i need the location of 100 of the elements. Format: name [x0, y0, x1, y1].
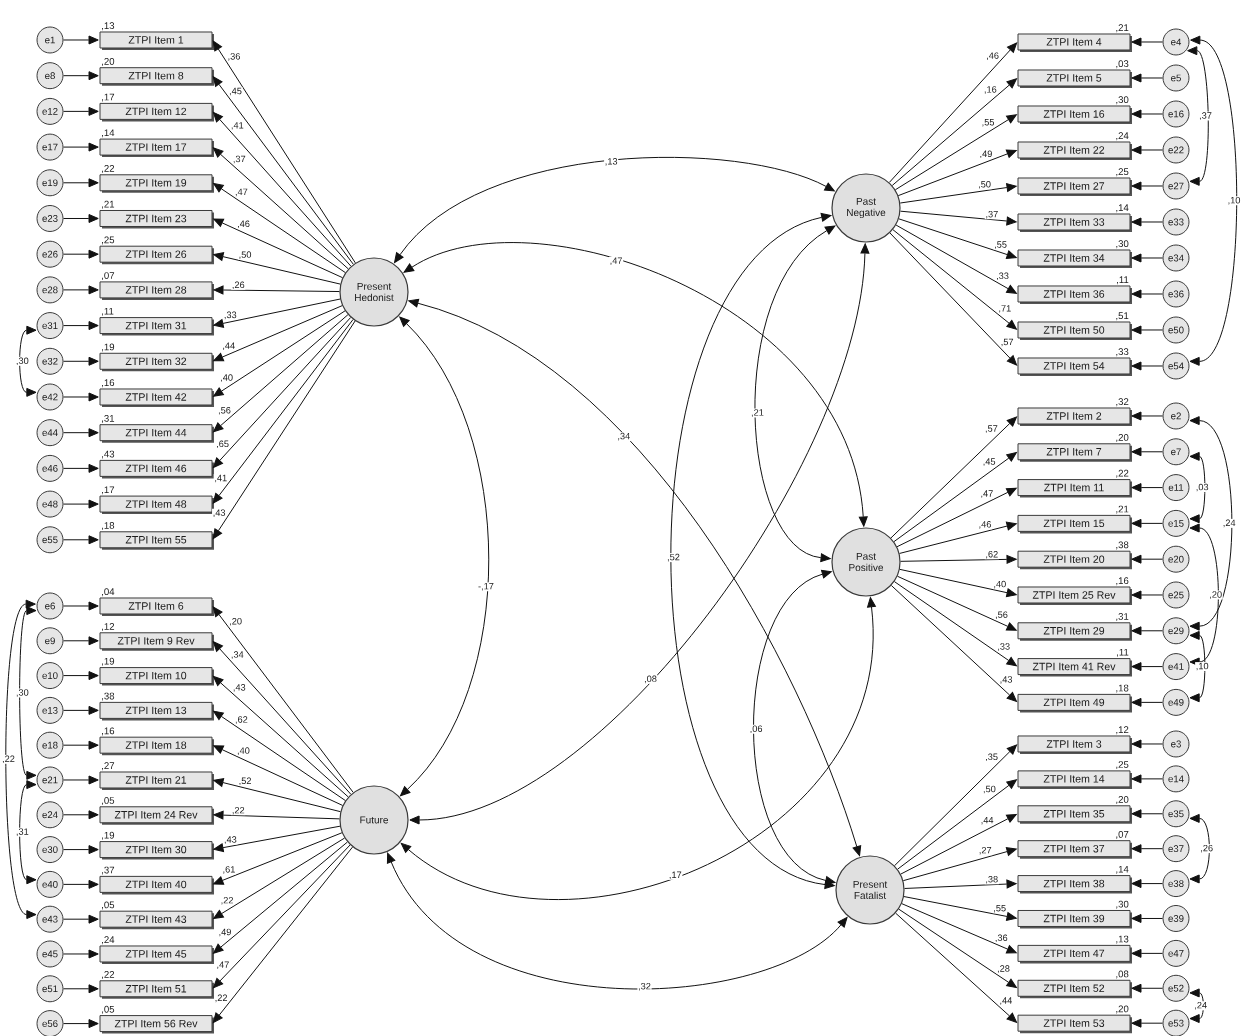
- arrow: [888, 42, 1018, 183]
- double-arrow: [1189, 523, 1219, 667]
- arrow: [63, 601, 99, 611]
- arrow: [63, 845, 99, 855]
- arrow: [213, 285, 340, 295]
- arrow: [213, 710, 346, 802]
- arrow: [63, 214, 99, 223]
- arrow: [63, 671, 99, 681]
- double-arrow: [394, 157, 835, 264]
- arrow: [1131, 447, 1163, 457]
- arrow: [63, 428, 99, 438]
- arrow: [1131, 1018, 1163, 1028]
- arrow: [1131, 739, 1163, 749]
- arrow: [889, 232, 1018, 366]
- double-arrow: [1189, 813, 1210, 884]
- arrow: [213, 314, 349, 433]
- arrow: [898, 218, 1017, 259]
- arrow: [213, 745, 344, 806]
- double-arrow: [1187, 46, 1209, 186]
- arrow: [63, 392, 99, 402]
- arrow: [903, 896, 1017, 921]
- arrow: [63, 463, 99, 473]
- arrow: [212, 606, 354, 793]
- double-arrow: [670, 212, 835, 890]
- arrow: [213, 837, 346, 919]
- arrow: [63, 35, 99, 45]
- arrow: [1131, 697, 1163, 707]
- arrow: [896, 487, 1017, 548]
- arrow: [212, 76, 354, 265]
- arrow: [1131, 774, 1163, 784]
- arrow: [213, 147, 349, 270]
- arrow: [1131, 109, 1163, 119]
- arrow: [63, 705, 99, 715]
- arrow: [213, 825, 341, 853]
- arrow: [893, 452, 1017, 543]
- arrow: [1131, 626, 1163, 636]
- arrow: [213, 810, 340, 820]
- arrow: [1131, 518, 1163, 528]
- arrow: [213, 778, 341, 813]
- arrow: [1131, 914, 1163, 923]
- arrow: [902, 847, 1017, 882]
- arrow: [1131, 73, 1163, 83]
- arrow: [895, 224, 1017, 294]
- double-arrow: [1189, 988, 1204, 1024]
- arrow: [212, 317, 352, 468]
- arrow: [894, 744, 1018, 867]
- arrow: [213, 675, 349, 798]
- arrow: [213, 310, 346, 397]
- double-arrow: [408, 298, 862, 857]
- double-arrow: [1189, 630, 1206, 703]
- arrow: [899, 183, 1017, 204]
- arrow: [212, 846, 353, 1024]
- arrow: [1131, 361, 1163, 371]
- arrow: [63, 949, 99, 959]
- arrow: [1131, 879, 1163, 889]
- arrow: [63, 106, 99, 116]
- arrow: [894, 581, 1017, 667]
- arrow: [63, 740, 99, 750]
- double-arrow: [19, 606, 37, 780]
- double-arrow: [19, 780, 37, 885]
- arrow: [1131, 253, 1163, 263]
- arrow: [212, 40, 356, 264]
- arrow: [63, 984, 99, 994]
- arrow: [1131, 145, 1163, 155]
- arrow: [895, 912, 1018, 1023]
- arrow: [213, 252, 341, 285]
- arrow: [897, 779, 1017, 870]
- arrow: [63, 636, 99, 646]
- arrow: [1131, 662, 1163, 672]
- arrow: [1131, 590, 1163, 600]
- double-arrow: [753, 569, 836, 885]
- arrow: [63, 71, 99, 81]
- arrow: [63, 535, 99, 545]
- arrow: [212, 319, 354, 504]
- arrow: [63, 249, 99, 259]
- arrow: [212, 111, 352, 267]
- arrow: [894, 114, 1017, 191]
- arrow: [1131, 325, 1163, 335]
- arrow: [1131, 217, 1163, 227]
- arrow: [900, 554, 1017, 564]
- arrow: [63, 775, 99, 785]
- arrow: [212, 844, 351, 989]
- double-arrow: [1189, 416, 1233, 631]
- arrow: [63, 285, 99, 295]
- double-arrow: [19, 325, 37, 397]
- double-arrow: [1189, 451, 1206, 524]
- arrow: [212, 320, 356, 540]
- double-arrow: [400, 597, 876, 900]
- arrow: [1131, 809, 1163, 819]
- arrow: [898, 908, 1017, 989]
- arrow: [213, 298, 341, 328]
- arrow: [63, 879, 99, 889]
- double-arrow: [386, 852, 848, 989]
- arrow: [897, 149, 1017, 197]
- double-arrow: [403, 242, 868, 527]
- arrow: [1131, 411, 1163, 421]
- arrow: [1131, 554, 1163, 564]
- arrow: [63, 499, 99, 509]
- arrow: [213, 305, 343, 362]
- arrow: [899, 210, 1017, 226]
